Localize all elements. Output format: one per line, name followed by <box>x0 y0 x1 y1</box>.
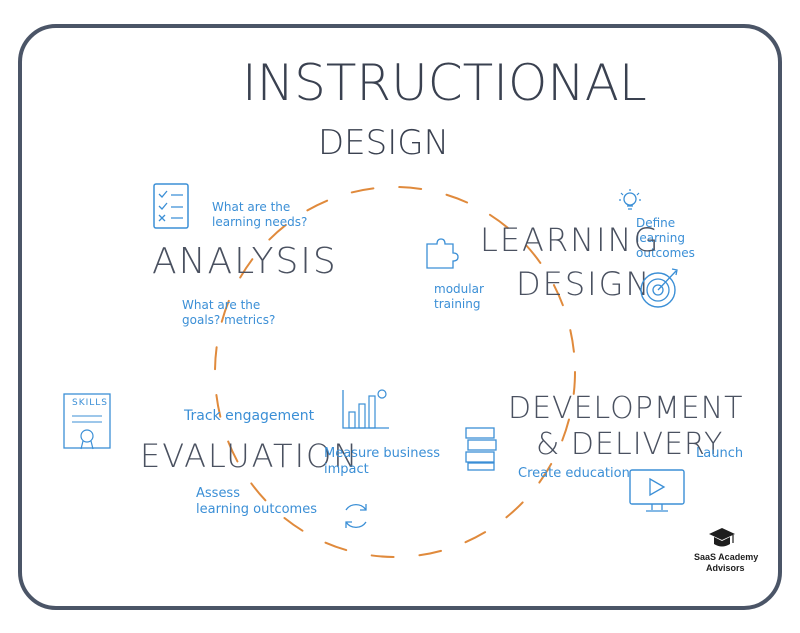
learning-design-note-modular: modular training <box>434 282 484 311</box>
bar-chart-icon <box>342 389 389 429</box>
analysis-note-needs: What are the learning needs? <box>212 200 308 229</box>
certificate-label: SKILLS <box>72 398 109 408</box>
cycle-arrows-icon <box>345 504 367 528</box>
learning-design-label-line1: LEARNING <box>480 221 661 259</box>
evaluation-note-assess: Assess learning outcomes <box>196 486 317 518</box>
cycle-dashed-ring <box>214 186 576 558</box>
lightbulb-icon <box>619 189 641 210</box>
evaluation-note-track: Track engagement <box>184 408 315 424</box>
certificate-icon <box>63 393 111 450</box>
development-note-create: Create education <box>518 466 630 481</box>
analysis-note-goals: What are the goals? metrics? <box>182 298 276 327</box>
learning-design-label-line2: DESIGN <box>516 265 652 303</box>
development-note-launch: Launch <box>696 446 744 461</box>
checklist-icon <box>153 183 189 229</box>
brand-name-line1: SaaS Academy <box>694 552 759 562</box>
evaluation-note-measure: Measure business impact <box>324 446 441 478</box>
evaluation-label: EVALUATION <box>140 437 360 475</box>
title-line2: DESIGN <box>318 123 450 163</box>
development-label-line1: DEVELOPMENT <box>508 391 744 426</box>
book-stack-icon <box>465 427 497 471</box>
brand-name-line2: Advisors <box>706 563 745 573</box>
puzzle-icon <box>426 238 459 269</box>
learning-design-note-outcomes: Define learning outcomes <box>636 216 695 260</box>
development-label-line2: & DELIVERY <box>536 427 724 462</box>
board-frame <box>18 24 782 610</box>
monitor-play-icon <box>629 469 685 512</box>
analysis-label: ANALYSIS <box>152 241 338 282</box>
graduation-cap-logo <box>709 528 735 547</box>
title-line1: INSTRUCTIONAL <box>242 54 647 112</box>
target-icon <box>640 268 678 308</box>
